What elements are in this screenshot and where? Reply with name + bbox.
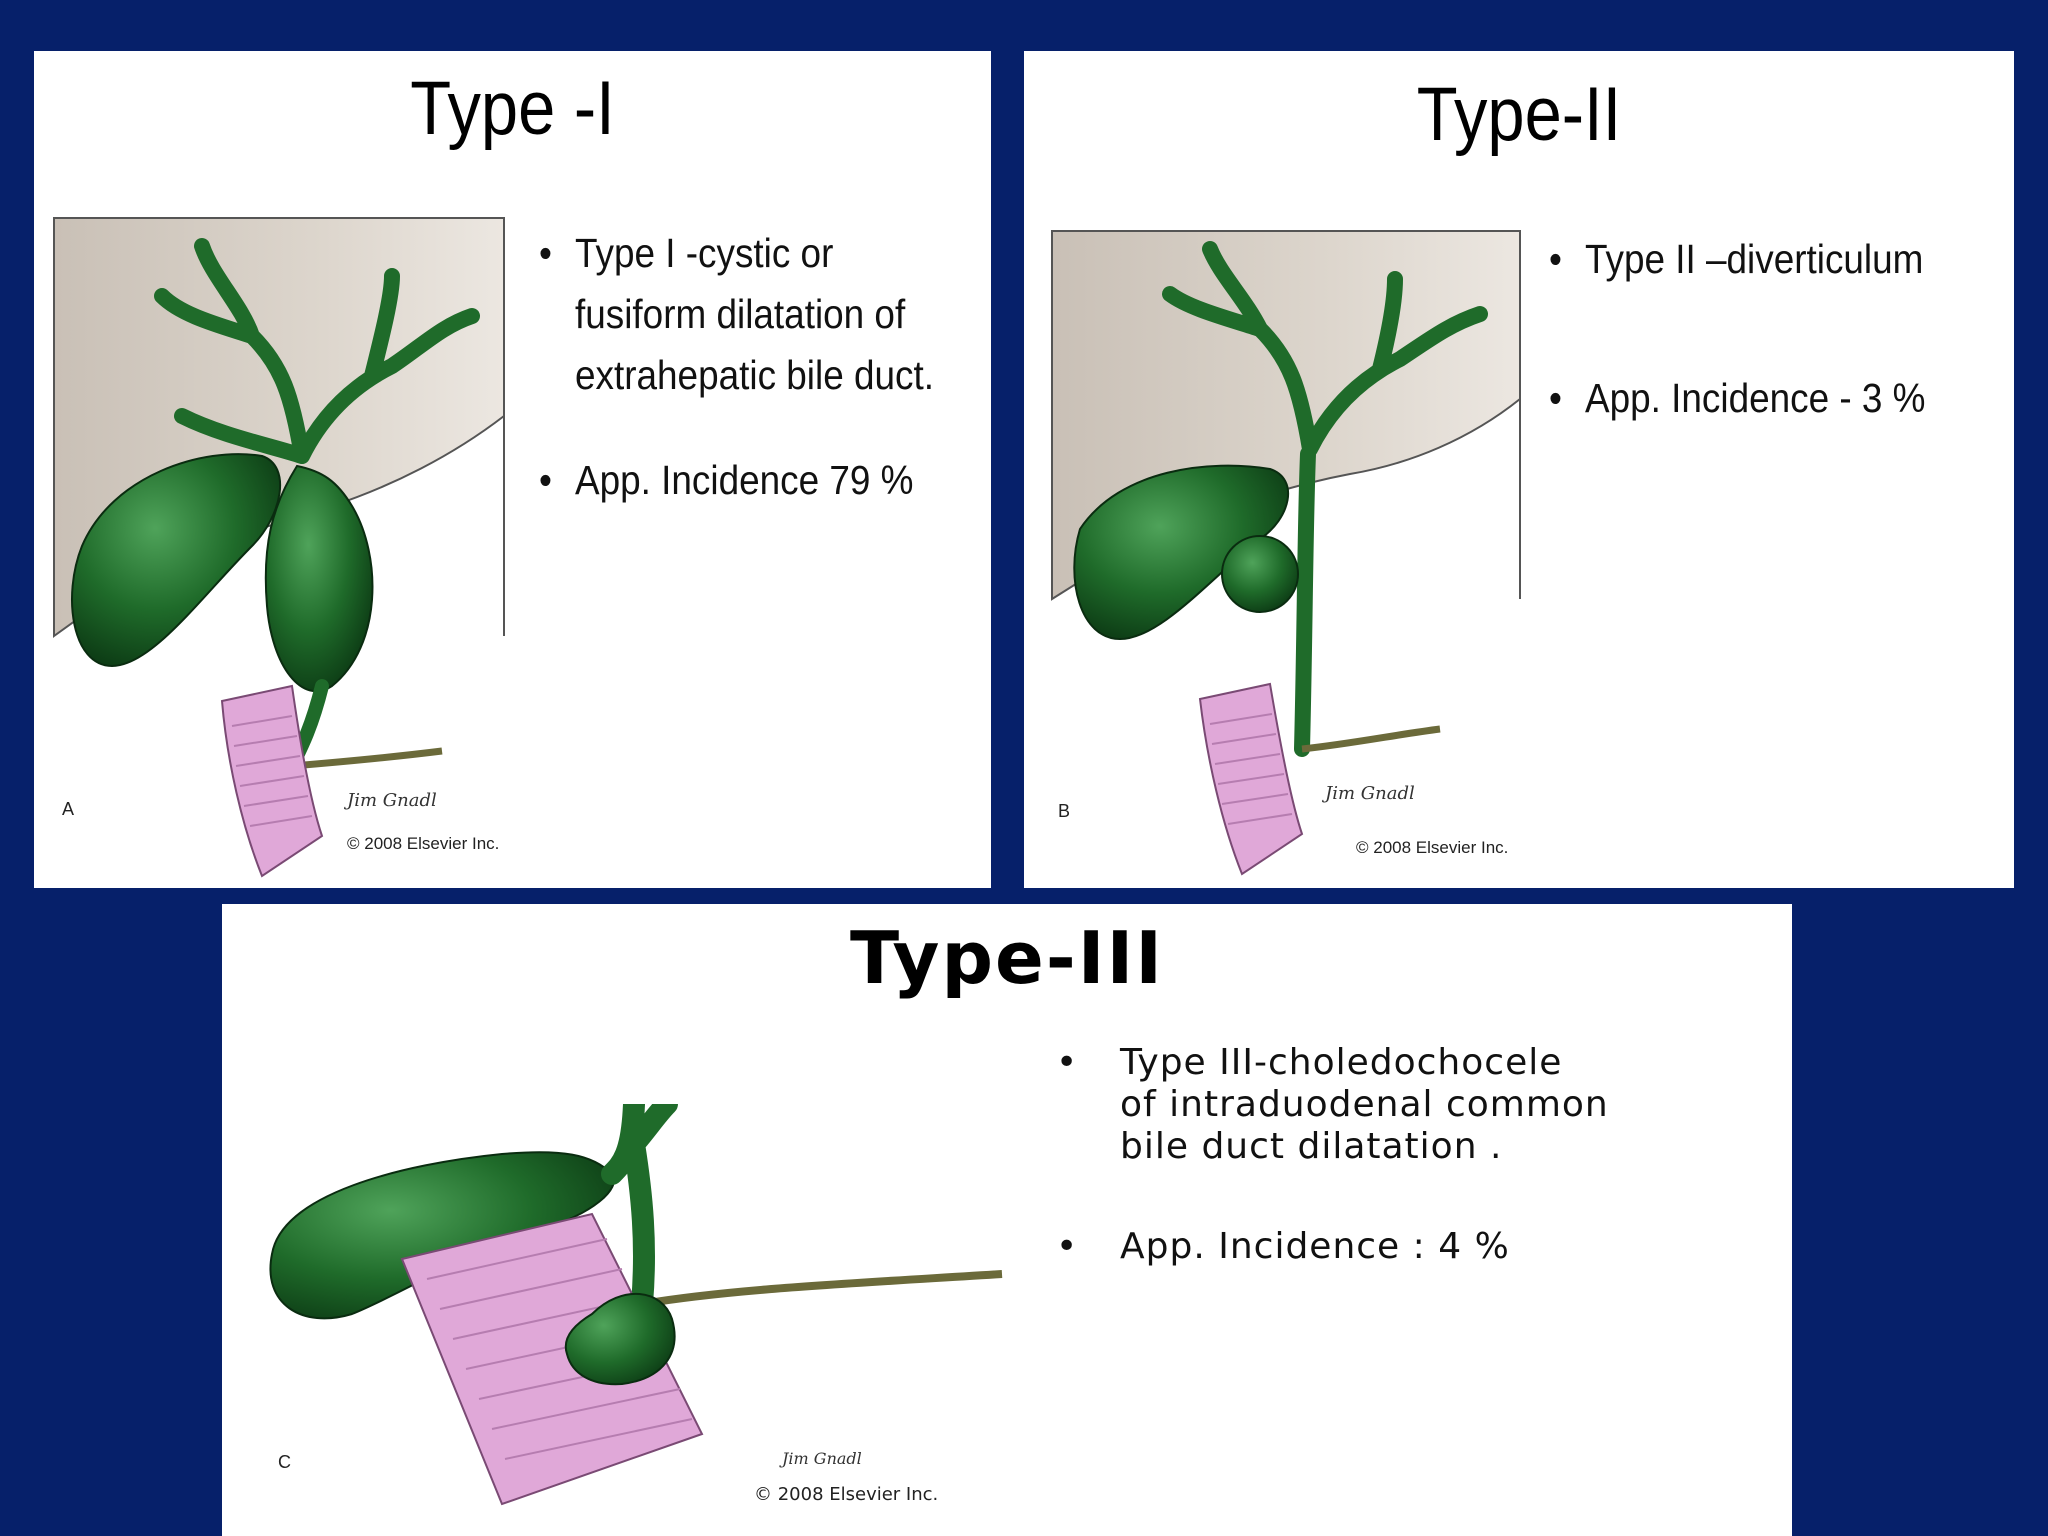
bullet-list: Type I -cystic or fusiform dilatation of… (539, 223, 944, 511)
copyright-text: © 2008 Elsevier Inc. (754, 1484, 939, 1505)
panel-type-3: Type-III Jim Gnadl Type III-choledochoce… (222, 904, 1792, 1536)
bullet-item-incidence: App. Incidence 79 % (539, 450, 944, 511)
bullet-item-description: Type II –diverticulum (1549, 229, 1972, 290)
copyright-text: © 2008 Elsevier Inc. (1356, 838, 1509, 857)
type-3-illustration: Jim Gnadl (269, 1104, 1003, 1506)
panel-type-2: Type-II Jim Gnadl Type II –diverticulum … (1024, 51, 2014, 888)
type-2-illustration: Jim Gnadl (1051, 230, 1521, 876)
bullet-item-incidence: App. Incidence - 3 % (1549, 368, 1972, 429)
figure-letter: C (278, 1452, 291, 1472)
figure-letter: B (1058, 801, 1071, 821)
bullet-item-incidence: App. Incidence : 4 % (1056, 1226, 1776, 1268)
svg-text:Jim Gnadl: Jim Gnadl (1321, 783, 1415, 804)
panel-type-1: Type -I Jim Gnadl Type I -cystic or fusi… (34, 51, 991, 888)
panel-title: Type-III (849, 916, 1165, 1000)
bullet-list: Type III-choledochocele of intraduodenal… (1056, 1042, 1776, 1268)
panel-title: Type -I (410, 66, 615, 151)
panel-title: Type-II (1416, 72, 1622, 157)
svg-text:Jim Gnadl: Jim Gnadl (343, 790, 437, 811)
bullet-item-description: Type III-choledochocele of intraduodenal… (1056, 1042, 1776, 1168)
figure-letter: A (62, 799, 75, 819)
svg-text:Jim Gnadl: Jim Gnadl (779, 1449, 862, 1468)
copyright-text: © 2008 Elsevier Inc. (347, 834, 500, 853)
bullet-item-description: Type I -cystic or fusiform dilatation of… (539, 223, 944, 406)
bullet-list: Type II –diverticulum App. Incidence - 3… (1549, 229, 1972, 429)
type-1-illustration: Jim Gnadl (53, 217, 505, 878)
